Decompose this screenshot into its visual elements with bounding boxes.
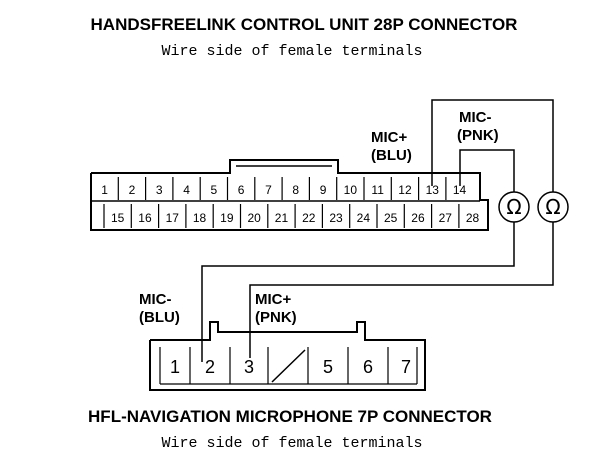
pin-label: 14 [453,183,467,197]
pin-label: 25 [384,211,398,225]
bottom-connector-housing [149,321,426,391]
bottom-connector-subtitle: Wire side of female terminals [161,435,422,452]
pin-label: 2 [205,357,215,377]
pin-label: 1 [170,357,180,377]
pin-label: 10 [344,183,358,197]
ohm-icon: Ω [506,195,521,219]
pin-label: 19 [220,211,234,225]
pin-label: 28 [466,211,480,225]
top-connector-housing [90,159,489,231]
pin-label: 8 [292,183,299,197]
pin-label: 15 [111,211,125,225]
pin-label: 1 [101,183,108,197]
bottom-connector: 1 2 3 5 6 7 [149,321,426,391]
label-mic-minus-top: MIC- [459,109,492,126]
label-blu-bottom: (BLU) [139,309,180,326]
pin-label: 11 [371,183,384,197]
pin-label: 17 [166,211,180,225]
top-connector-title: HANDSFREELINK CONTROL UNIT 28P CONNECTOR [91,15,518,34]
wire-meter-to-pin2 [201,222,515,362]
pin-label: 22 [302,211,316,225]
label-pnk-top: (PNK) [457,127,499,144]
top-connector-row2: 15 16 17 18 19 20 21 22 23 24 25 26 27 28 [103,204,480,228]
wire-pin14-to-meter [459,149,515,192]
pin-label: 20 [247,211,261,225]
pin-label: 2 [129,183,136,197]
wire-pin13-to-meter [431,99,554,192]
label-pnk-bottom: (PNK) [255,309,297,326]
ohm-icon: Ω [545,195,560,219]
test-wires [201,99,554,362]
label-blu-top: (BLU) [371,147,412,164]
pin-label: 7 [401,357,411,377]
pin-label: 7 [265,183,272,197]
pin-label: 21 [275,211,289,225]
wire-meter-to-pin3 [249,222,554,358]
label-mic-minus-bottom: MIC- [139,291,172,308]
empty-pin-slash [271,349,306,383]
ohm-meter-right: Ω [537,191,569,223]
bottom-connector-title: HFL-NAVIGATION MICROPHONE 7P CONNECTOR [88,407,492,426]
pin-label: 23 [329,211,343,225]
pin-label: 26 [411,211,425,225]
pin-label: 27 [439,211,453,225]
pin-label: 6 [363,357,373,377]
pin-label: 18 [193,211,207,225]
label-mic-plus-bottom: MIC+ [255,291,291,308]
pin-label: 5 [211,183,218,197]
pin-label: 9 [320,183,327,197]
pin-label: 12 [398,183,412,197]
label-mic-plus-top: MIC+ [371,129,407,146]
pin-label: 3 [156,183,163,197]
ohm-meter-left: Ω [498,191,530,223]
pin-label: 5 [323,357,333,377]
pin-label: 13 [426,183,440,197]
pin-label: 4 [183,183,190,197]
pin-label: 3 [244,357,254,377]
top-connector-subtitle: Wire side of female terminals [161,43,422,60]
pin-label: 16 [138,211,152,225]
pin-label: 6 [238,183,245,197]
pin-label: 24 [357,211,371,225]
